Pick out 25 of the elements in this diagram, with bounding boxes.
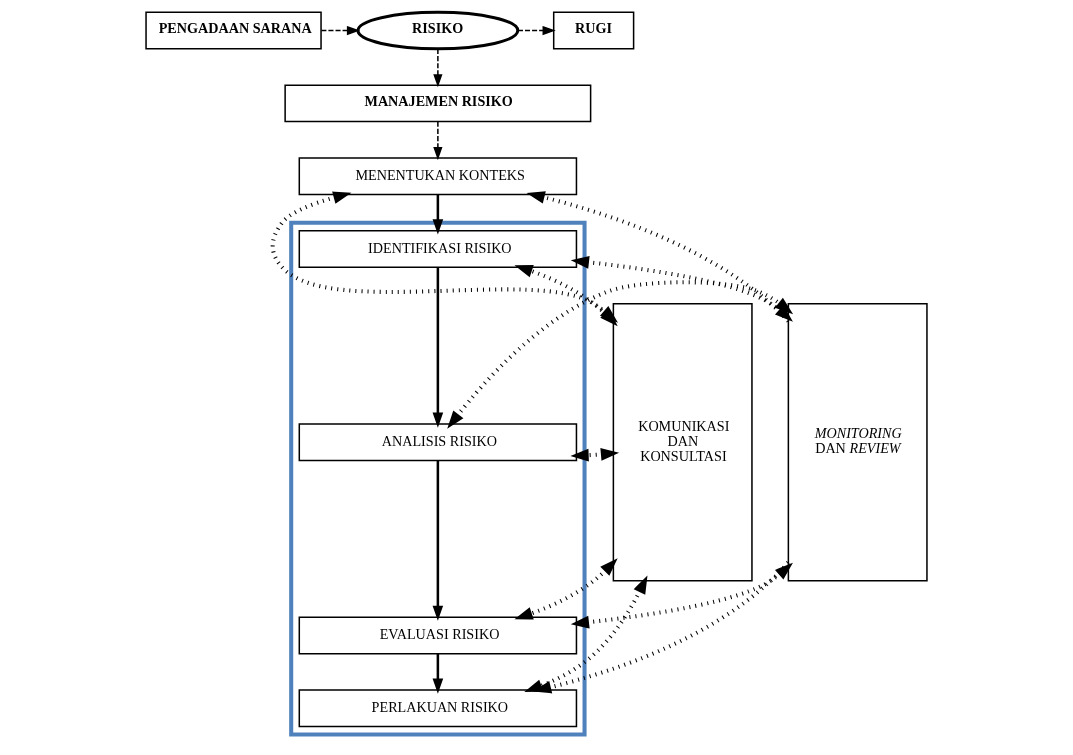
arrow <box>433 48 443 88</box>
arrow <box>432 194 444 235</box>
node-box: MENENTUKAN KONTEKS <box>298 157 578 196</box>
node-box: KOMUNIKASI DAN KONSULTASI <box>612 302 753 582</box>
arrow <box>432 460 444 621</box>
node-box: EVALUASI RISIKO <box>298 616 578 655</box>
arrow <box>524 575 648 693</box>
arrow <box>514 558 618 620</box>
arrow <box>432 653 444 694</box>
node-ellipse: RISIKO <box>356 10 520 51</box>
arrow <box>517 25 556 36</box>
arrow <box>533 561 790 694</box>
node-box: MANAJEMEN RISIKO <box>284 84 592 123</box>
node-box: MONITORING DAN REVIEW <box>787 302 928 582</box>
arrow <box>433 121 443 161</box>
node-box: RUGI <box>552 11 635 50</box>
arrow <box>447 280 794 429</box>
arrow <box>570 448 620 462</box>
node-box: ANALISIS RISIKO <box>298 423 578 462</box>
arrow <box>570 562 793 629</box>
arrow <box>432 267 444 428</box>
node-box: PERLAKUAN RISIKO <box>298 689 578 728</box>
node-box: IDENTIFIKASI RISIKO <box>298 230 578 268</box>
arrow <box>320 25 361 36</box>
node-box: PENGADAAN SARANA <box>145 11 322 50</box>
